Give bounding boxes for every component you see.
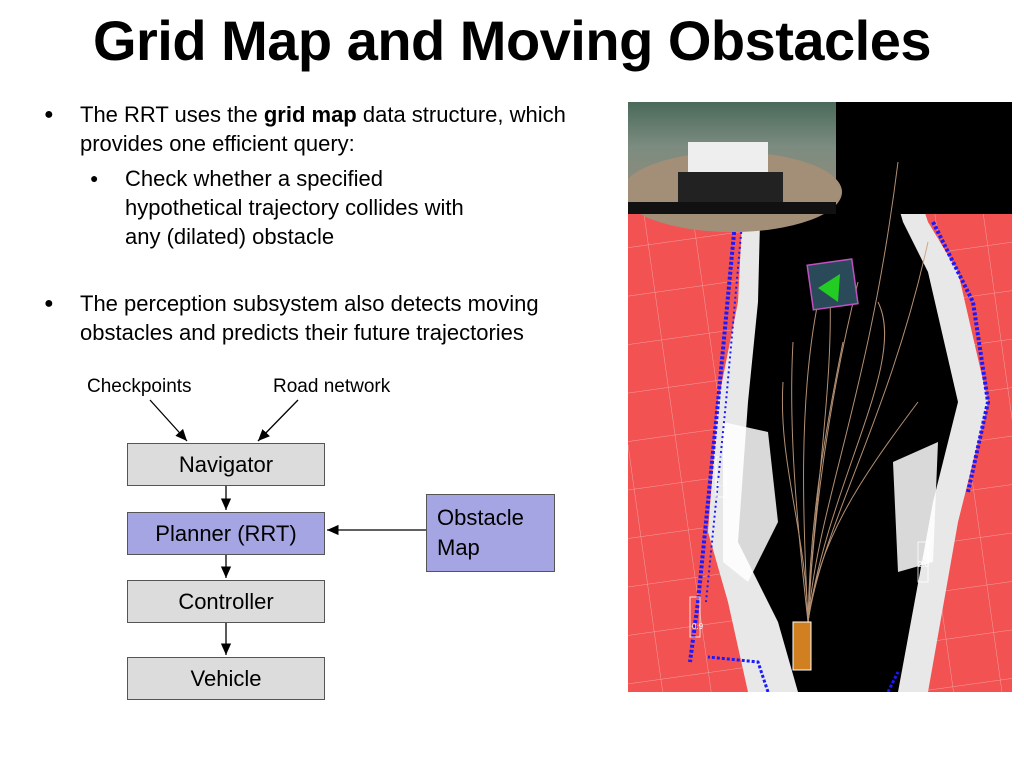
bullet-text: The perception subsystem also detects mo… [80,291,539,345]
bullet-text: The RRT uses the grid map data structure… [80,102,566,156]
bullet-grid-map: ● The RRT uses the grid map data structu… [40,100,620,251]
controller-box: Controller [127,580,325,623]
planner-box: Planner (RRT) [127,512,325,555]
bullet-dot: ● [90,170,99,186]
grid-map-image: 1.1 2.0 0.9 [628,102,1012,692]
slide-title: Grid Map and Moving Obstacles [92,9,932,72]
bold-term: grid map [263,102,357,127]
vehicle-box: Vehicle [127,657,325,700]
sub-bullet-text: Check whether a specified hypothetical t… [125,166,464,249]
road-network-label: Road network [273,376,391,397]
arrow-checkpoints-navigator [149,399,188,442]
map-label-3: 0.9 [692,622,704,631]
obstacle-map-box: Obstacle Map [426,494,555,572]
navigator-box: Navigator [127,443,325,486]
bullet-dot: ● [44,106,54,123]
map-label-1: 1.1 [716,479,728,488]
bullet-list: ● The RRT uses the grid map data structu… [40,100,620,347]
bullet-dot: ● [44,295,54,312]
bullet-perception: ● The perception subsystem also detects … [40,289,620,347]
checkpoints-label: Checkpoints [87,376,192,397]
arrow-road-navigator [257,399,299,442]
grid-map-figure: 1.1 2.0 0.9 [628,102,1012,692]
sub-bullet-collision-check: ● Check whether a specified hypothetical… [80,164,620,251]
map-label-2: 2.0 [918,560,930,569]
